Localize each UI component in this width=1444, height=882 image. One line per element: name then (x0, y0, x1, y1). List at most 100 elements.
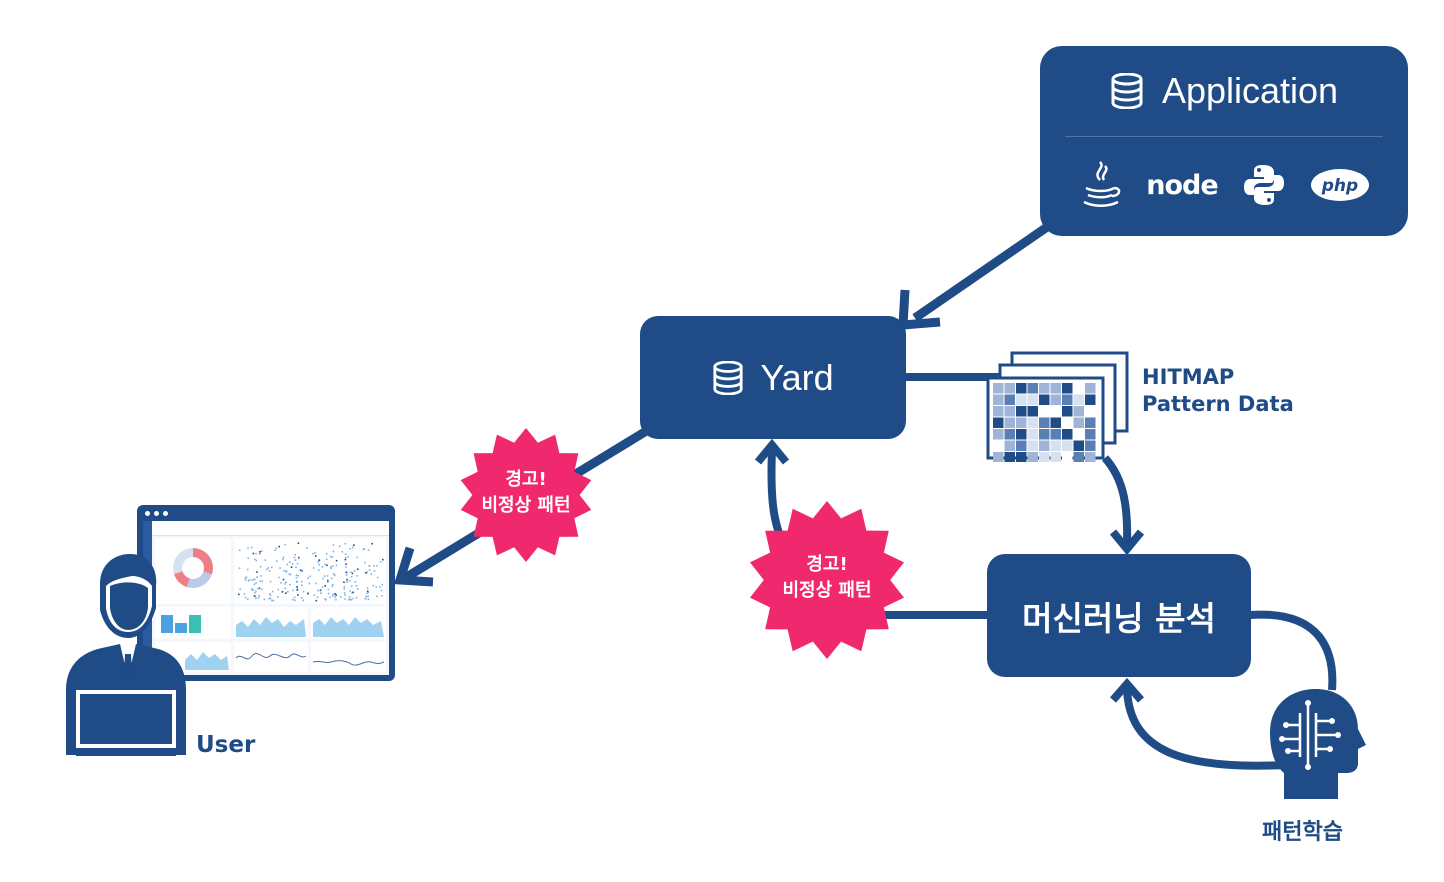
scatter-point (247, 579, 250, 582)
scatter-point (332, 550, 335, 553)
scatter-point (364, 598, 367, 600)
hitmap-cell (993, 440, 1004, 451)
scatter-point (271, 566, 273, 569)
alert-center-line1: 경고! (806, 554, 847, 575)
scatter-point (284, 543, 286, 546)
hitmap-cell (1062, 383, 1073, 394)
scatter-point (324, 598, 326, 600)
scatter-point (306, 547, 308, 549)
alert-burst-center: 경고! 비정상 패턴 (750, 501, 904, 659)
scatter-point (252, 552, 255, 555)
php-icon-text: php (1320, 176, 1357, 196)
scatter-point (302, 599, 304, 602)
scatter-point (320, 592, 322, 594)
scatter-point (353, 544, 355, 546)
scatter-point (271, 590, 274, 593)
hitmap-cell (1027, 406, 1038, 417)
scatter-point (372, 584, 375, 587)
hitmap-cell (1062, 394, 1073, 405)
scatter-point (281, 591, 284, 593)
scatter-point (297, 594, 299, 596)
scatter-point (244, 577, 247, 579)
application-title: Application (1161, 70, 1339, 111)
scatter-point (343, 585, 345, 588)
scatter-point (332, 544, 335, 546)
scatter-point (366, 571, 368, 573)
scatter-point (362, 548, 365, 551)
mini-bar (189, 615, 201, 633)
hitmap-cell (993, 383, 1004, 394)
scatter-point (254, 595, 257, 598)
scatter-point (357, 588, 359, 590)
scatter-point (370, 573, 373, 575)
scatter-point (353, 570, 356, 572)
scatter-point (330, 577, 333, 580)
scatter-point (263, 598, 266, 601)
java-icon (1083, 161, 1121, 207)
scatter-point (247, 547, 249, 549)
hitmap-cell (1016, 440, 1027, 451)
scatter-point (355, 596, 358, 599)
scatter-point (327, 588, 330, 591)
scatter-point (292, 589, 294, 592)
mini-area-chart (185, 652, 229, 670)
scatter-point (250, 546, 253, 549)
scatter-point (239, 588, 241, 590)
scatter-point (247, 557, 250, 559)
scatter-point (267, 567, 270, 569)
scatter-point (344, 557, 347, 559)
scatter-point (344, 598, 346, 600)
scatter-point (259, 551, 261, 553)
scatter-point (381, 595, 383, 597)
scatter-point (289, 583, 291, 586)
alert-burst-left: 경고! 비정상 패턴 (460, 428, 592, 562)
ml-title: 머신러닝 분석 (1022, 598, 1216, 638)
line-panel-1 (234, 642, 308, 672)
window-dot (145, 511, 150, 516)
scatter-point (349, 590, 351, 592)
scatter-point (288, 561, 291, 563)
hitmap-cell (1016, 406, 1027, 417)
hitmap-cell (1062, 440, 1073, 451)
scatter-point (380, 589, 383, 592)
hitmap-cell (1085, 394, 1096, 405)
scatter-point (346, 578, 348, 581)
bar-panel (155, 607, 231, 639)
scatter-point (333, 574, 336, 577)
scatter-point (294, 554, 296, 556)
scatter-point (352, 591, 354, 594)
scatter-point (356, 575, 358, 577)
scatter-point (253, 583, 256, 585)
scatter-point (293, 596, 296, 599)
hitmap-cell (1004, 406, 1015, 417)
database-icon (1111, 73, 1143, 109)
hitmap-cell (1039, 406, 1050, 417)
scatter-point (327, 592, 330, 595)
hitmap-cell (1062, 406, 1073, 417)
hitmap-cell (1016, 394, 1027, 405)
scatter-point (349, 548, 351, 550)
scatter-point (330, 567, 332, 570)
scatter-point (285, 581, 287, 584)
learning-label: 패턴학습 (1262, 820, 1343, 845)
hitmap-cell (993, 406, 1004, 417)
scatter-point (302, 590, 305, 593)
php-icon: php (1310, 169, 1369, 201)
scatter-point (268, 597, 270, 600)
mini-area-chart (313, 617, 384, 637)
scatter-point (255, 559, 258, 562)
scatter-point (301, 584, 303, 587)
scatter-point (318, 559, 321, 562)
scatter-point (317, 561, 319, 563)
arrowhead-ml-bottom (1109, 677, 1145, 703)
scatter-point (314, 555, 317, 557)
scatter-point (261, 580, 264, 582)
scatter-point (351, 597, 354, 600)
scatter-point (371, 542, 373, 545)
hitmap-label-line1: HITMAP (1142, 365, 1235, 389)
scatter-point (264, 559, 266, 561)
alert-left-line2: 비정상 패턴 (481, 495, 570, 516)
hitmap-cell (1073, 406, 1084, 417)
scatter-point (323, 575, 326, 577)
scatter-point (296, 581, 298, 583)
